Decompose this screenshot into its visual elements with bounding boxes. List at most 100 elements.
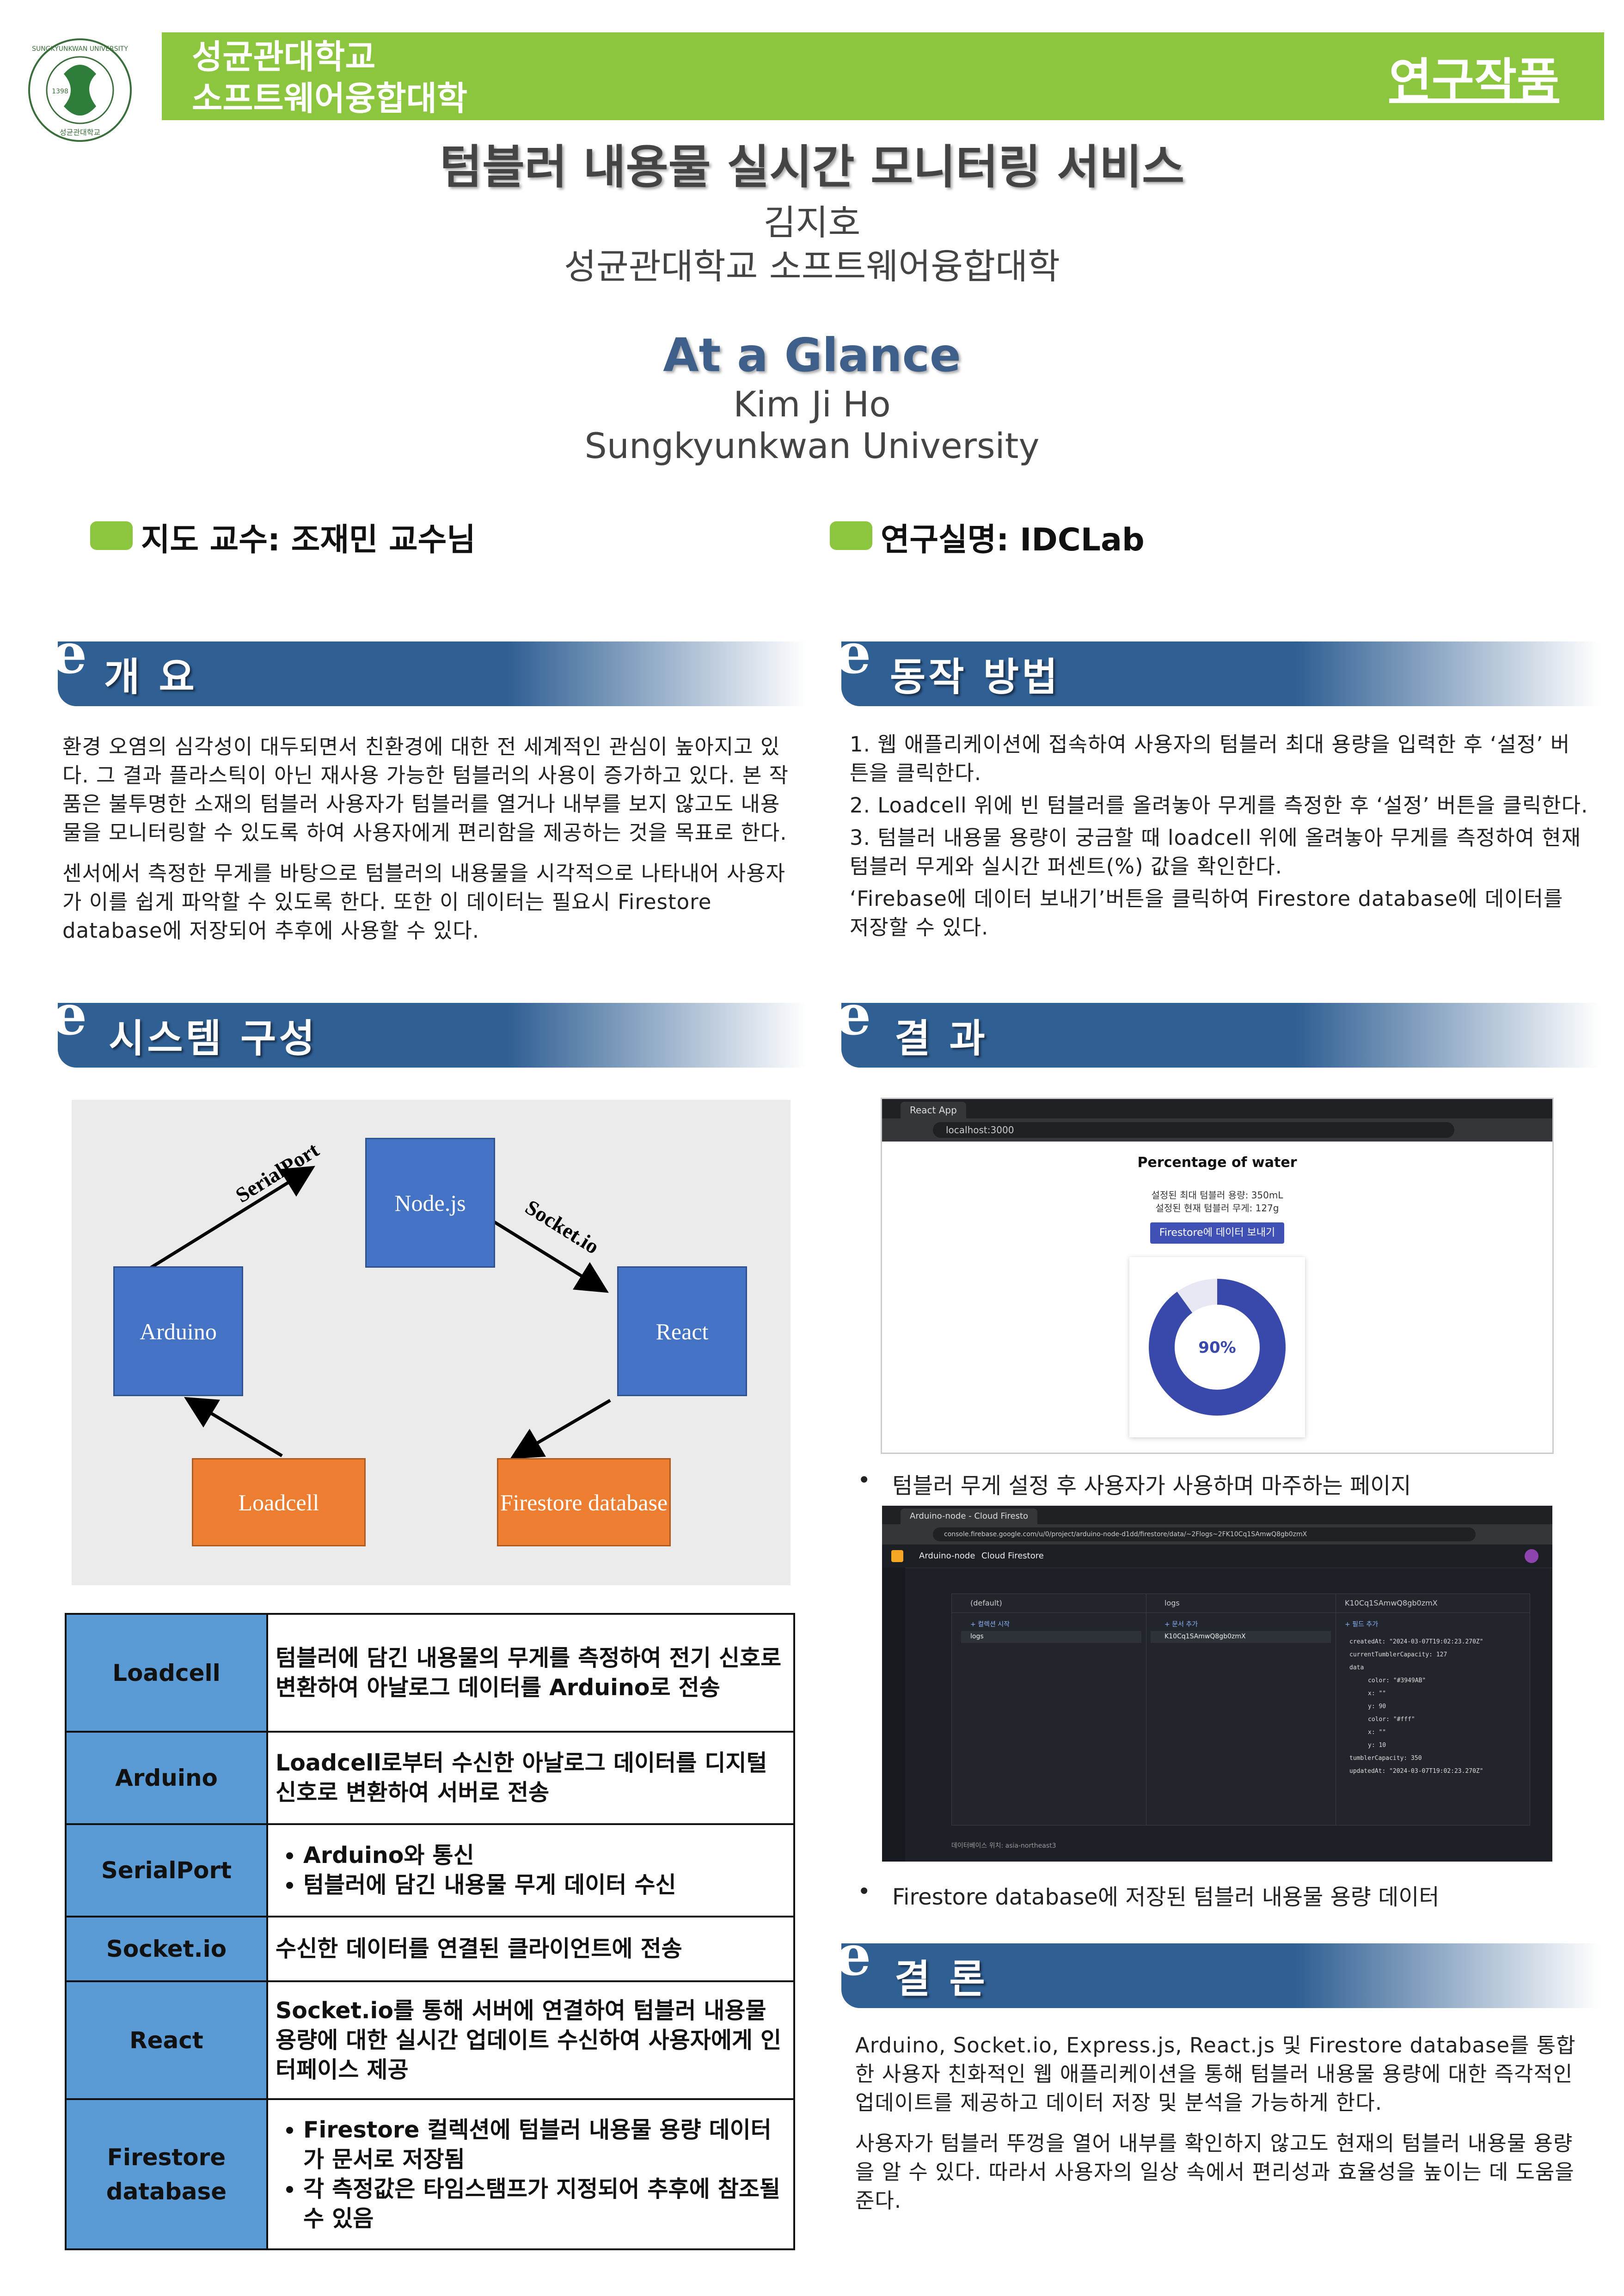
diagram-node-loadcell: Loadcell xyxy=(192,1458,366,1546)
firebase-icon xyxy=(891,1550,903,1562)
title-korean: 텀블러 내용물 실시간 모니터링 서비스 xyxy=(439,140,1185,194)
table-row: SerialPort Arduino와 통신 텀블러에 담긴 내용물 무게 데이… xyxy=(65,1823,795,1917)
table-row: Firestore database Firestore 컬렉션에 텀블러 내용… xyxy=(65,2098,795,2250)
section-title-conclusion: 결 론 xyxy=(895,1956,988,2002)
table-row: Socket.io 수신한 데이터를 연결된 클라이언트에 전송 xyxy=(65,1916,795,1982)
firebase-topbar: Arduino-node Cloud Firestore xyxy=(882,1545,1552,1568)
section-e-icon: e xyxy=(836,1923,871,1988)
table-row: Loadcell 텀블러에 담긴 내용물의 무게를 측정하여 전기 신호로 변환… xyxy=(65,1613,795,1733)
arrow-react-to-firestore xyxy=(509,1398,611,1459)
section-header-system xyxy=(58,1003,807,1068)
university-name: 성균관대학교 소프트웨어융합대학 xyxy=(192,36,467,119)
component-desc: Firestore 컬렉션에 텀블러 내용물 용량 데이터가 문서로 저장됨 각… xyxy=(266,2098,795,2250)
panel-col-default[interactable]: (default) xyxy=(970,1599,1002,1607)
db-location: 데이터베이스 위치: asia-northeast3 xyxy=(951,1842,1056,1850)
logo-sub: 성균관대학교 xyxy=(60,128,100,137)
firebase-sidebar xyxy=(882,1568,905,1862)
field-row: createdAt: "2024-03-07T19:02:23.270Z" xyxy=(1349,1638,1483,1645)
add-document-link[interactable]: + 문서 추가 xyxy=(1164,1621,1198,1628)
send-to-firestore-button[interactable]: Firestore에 데이터 보내기 xyxy=(1150,1222,1284,1244)
component-name: Loadcell xyxy=(65,1613,268,1733)
add-field-link[interactable]: + 필드 추가 xyxy=(1345,1621,1379,1628)
method-step: ‘Firebase에 데이터 보내기’버튼을 클릭하여 Firestore da… xyxy=(850,886,1563,940)
overview-body: 환경 오염의 심각성이 대두되면서 친환경에 대한 전 세계적인 관심이 높아지… xyxy=(62,733,793,957)
component-name: Socket.io xyxy=(65,1916,268,1982)
field-row: data xyxy=(1349,1664,1364,1671)
avatar[interactable] xyxy=(1525,1549,1538,1563)
caption-bullet: • xyxy=(858,1879,871,1905)
browser-tab[interactable]: React App xyxy=(901,1102,966,1118)
section-title-method: 동작 방법 xyxy=(890,654,1060,700)
table-row: Arduino Loadcell로부터 수신한 아날로그 데이터를 디지털 신호… xyxy=(65,1731,795,1825)
webapp-viewport: Percentage of water 설정된 최대 텀블러 용량: 350mL… xyxy=(882,1142,1552,1453)
diagram-node-react: React xyxy=(617,1266,747,1396)
category-label: 연구작품 xyxy=(1389,53,1559,107)
section-header-overview xyxy=(58,641,807,706)
conclusion-body: Arduino, Socket.io, Express.js, React.js… xyxy=(855,2031,1590,2227)
section-title-overview: 개 요 xyxy=(104,654,197,700)
browser-address-bar: console.firebase.google.com/u/0/project/… xyxy=(882,1524,1552,1545)
conclusion-paragraph: 사용자가 텀블러 뚜껑을 열어 내부를 확인하지 않고도 현재의 텀블러 내용물… xyxy=(855,2131,1575,2213)
field-row: updatedAt: "2024-03-07T19:02:23.270Z" xyxy=(1349,1768,1483,1775)
browser-tab[interactable]: Arduino-node - Cloud Firesto xyxy=(901,1508,1038,1524)
donut-card: 90% xyxy=(1129,1257,1305,1437)
field-row: tumblerCapacity: 350 xyxy=(1349,1755,1422,1762)
component-bullet: Arduino와 통신 xyxy=(303,1841,786,1870)
project-name[interactable]: Arduino-node xyxy=(919,1551,975,1561)
webapp-max-capacity: 설정된 최대 텀블러 용량: 350mL xyxy=(1151,1190,1283,1201)
list-item[interactable]: K10Cq1SAmwQ8gb0zmX xyxy=(1151,1631,1331,1643)
panel-header: (default) logs K10Cq1SAmwQ8gb0zmX xyxy=(952,1594,1530,1613)
product-name[interactable]: Cloud Firestore xyxy=(981,1551,1044,1561)
section-title-system: 시스템 구성 xyxy=(109,1016,318,1061)
logo-text: SUNGKYUNKWAN UNIVERSITY xyxy=(32,45,128,53)
component-name: Firestore database xyxy=(65,2098,268,2250)
overview-paragraph: 환경 오염의 심각성이 대두되면서 친환경에 대한 전 세계적인 관심이 높아지… xyxy=(62,734,789,845)
component-desc: Socket.io를 통해 서버에 연결하여 텀블러 내용물 용량에 대한 실시… xyxy=(266,1980,795,2100)
affiliation-korean: 성균관대학교 소프트웨어융합대학 xyxy=(564,246,1060,287)
donut-arc xyxy=(1149,1279,1286,1416)
university-line2: 소프트웨어융합대학 xyxy=(192,79,468,118)
caption-firestore: Firestore database에 저장된 텀블러 내용물 용량 데이터 xyxy=(892,1884,1440,1910)
diagram-node-nodejs: Node.js xyxy=(365,1138,495,1268)
lab-marker xyxy=(830,521,872,550)
list-item[interactable]: logs xyxy=(961,1631,1141,1643)
result-screenshot-firestore: Arduino-node - Cloud Firesto console.fir… xyxy=(882,1506,1552,1862)
section-e-icon: e xyxy=(52,983,87,1048)
method-step: 2. Loadcell 위에 빈 텀블러를 올려놓아 무게를 측정한 후 ‘설정… xyxy=(850,793,1588,818)
section-title-result: 결 과 xyxy=(895,1016,988,1061)
section-e-icon: e xyxy=(836,983,871,1048)
method-body: 1. 웹 애플리케이션에 접속하여 사용자의 텀블러 최대 용량을 입력한 후 … xyxy=(850,730,1589,954)
overview-paragraph: 센서에서 측정한 무게를 바탕으로 텀블러의 내용물을 시각적으로 나타내어 사… xyxy=(62,861,786,943)
advisor-marker xyxy=(90,521,133,550)
method-step: 3. 텀블러 내용물 용량이 궁금할 때 loadcell 위에 올려놓아 무게… xyxy=(850,825,1581,879)
document-fields: createdAt: "2024-03-07T19:02:23.270Z" cu… xyxy=(1349,1636,1525,1778)
field-row: currentTumblerCapacity: 127 xyxy=(1349,1651,1447,1658)
list-item-label: K10Cq1SAmwQ8gb0zmX xyxy=(1164,1633,1246,1640)
diagram-node-firestore: Firestore database xyxy=(497,1458,671,1546)
section-e-icon: e xyxy=(836,621,871,686)
section-header-conclusion xyxy=(841,1943,1599,2008)
lab-label: 연구실명: IDCLab xyxy=(881,522,1145,558)
panel-col-doc[interactable]: K10Cq1SAmwQ8gb0zmX xyxy=(1345,1599,1438,1607)
webapp-current-weight: 설정된 현재 텀블러 무게: 127g xyxy=(1155,1203,1279,1214)
component-desc: 수신한 데이터를 연결된 클라이언트에 전송 xyxy=(266,1916,795,1982)
browser-tab-strip: Arduino-node - Cloud Firesto xyxy=(882,1506,1552,1524)
author-english: Kim Ji Ho xyxy=(733,384,891,425)
url-field[interactable]: console.firebase.google.com/u/0/project/… xyxy=(933,1527,1476,1541)
logo-year: 1398 xyxy=(52,88,68,95)
university-logo: SUNGKYUNKWAN UNIVERSITY 성균관대학교 1398 xyxy=(28,38,132,142)
list-item-label: logs xyxy=(970,1633,984,1640)
panel-col-logs[interactable]: logs xyxy=(1164,1599,1180,1607)
author-korean: 김지호 xyxy=(763,202,861,243)
browser-tab-strip: React App xyxy=(882,1099,1552,1118)
component-bullet: 텀블러에 담긴 내용물 무게 데이터 수신 xyxy=(303,1870,786,1900)
webapp-heading: Percentage of water xyxy=(1137,1154,1297,1171)
arrow-loadcell-to-arduino xyxy=(184,1397,283,1458)
caption-webapp: 텀블러 무게 설정 후 사용자가 사용하며 마주하는 페이지 xyxy=(892,1473,1411,1499)
component-name: Arduino xyxy=(65,1731,268,1825)
component-name: React xyxy=(65,1980,268,2100)
browser-address-bar: localhost:3000 xyxy=(882,1118,1552,1142)
start-collection-link[interactable]: + 컬렉션 시작 xyxy=(970,1621,1010,1628)
url-field[interactable]: localhost:3000 xyxy=(933,1122,1454,1138)
result-screenshot-webapp: React App localhost:3000 Percentage of w… xyxy=(881,1098,1554,1454)
